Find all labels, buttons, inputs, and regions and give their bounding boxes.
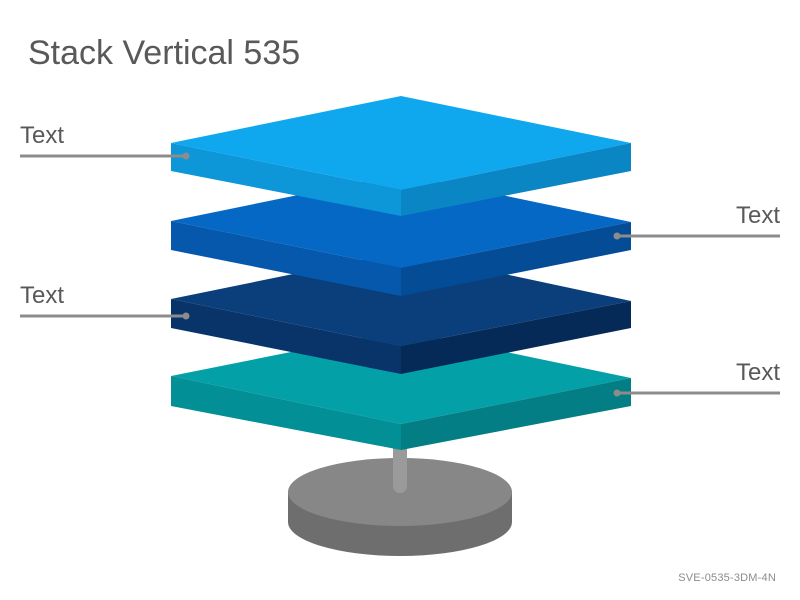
stack-layer-2 bbox=[171, 174, 631, 296]
leader-lines bbox=[20, 152, 780, 397]
layer-1-left-face bbox=[171, 143, 401, 216]
layer-1-right-face bbox=[401, 143, 631, 216]
stack-layer-3 bbox=[171, 252, 631, 374]
layer-1-label: Text bbox=[20, 122, 65, 149]
footer-code: SVE-0535-3DM-4N bbox=[678, 572, 776, 584]
layer-4-left-face bbox=[171, 376, 401, 450]
layer-2-label: Text bbox=[735, 202, 780, 229]
stack-layer-4 bbox=[171, 330, 631, 450]
leader-dot-2 bbox=[613, 232, 621, 240]
leader-dot-4 bbox=[613, 389, 621, 397]
layer-4-top bbox=[171, 330, 631, 424]
layer-4-label: Text bbox=[735, 359, 780, 386]
layer-3-right-face bbox=[401, 301, 631, 374]
leader-dot-3 bbox=[182, 312, 190, 320]
layer-3-left-face bbox=[171, 299, 401, 374]
page-title: Stack Vertical 535 bbox=[28, 34, 301, 72]
leader-dot-1 bbox=[182, 152, 190, 160]
layer-2-right-face bbox=[401, 222, 631, 296]
layer-4-right-face bbox=[401, 378, 631, 450]
stack-layer-1 bbox=[171, 96, 631, 216]
layer-2-left-face bbox=[171, 221, 401, 296]
layer-3-label: Text bbox=[20, 282, 65, 309]
